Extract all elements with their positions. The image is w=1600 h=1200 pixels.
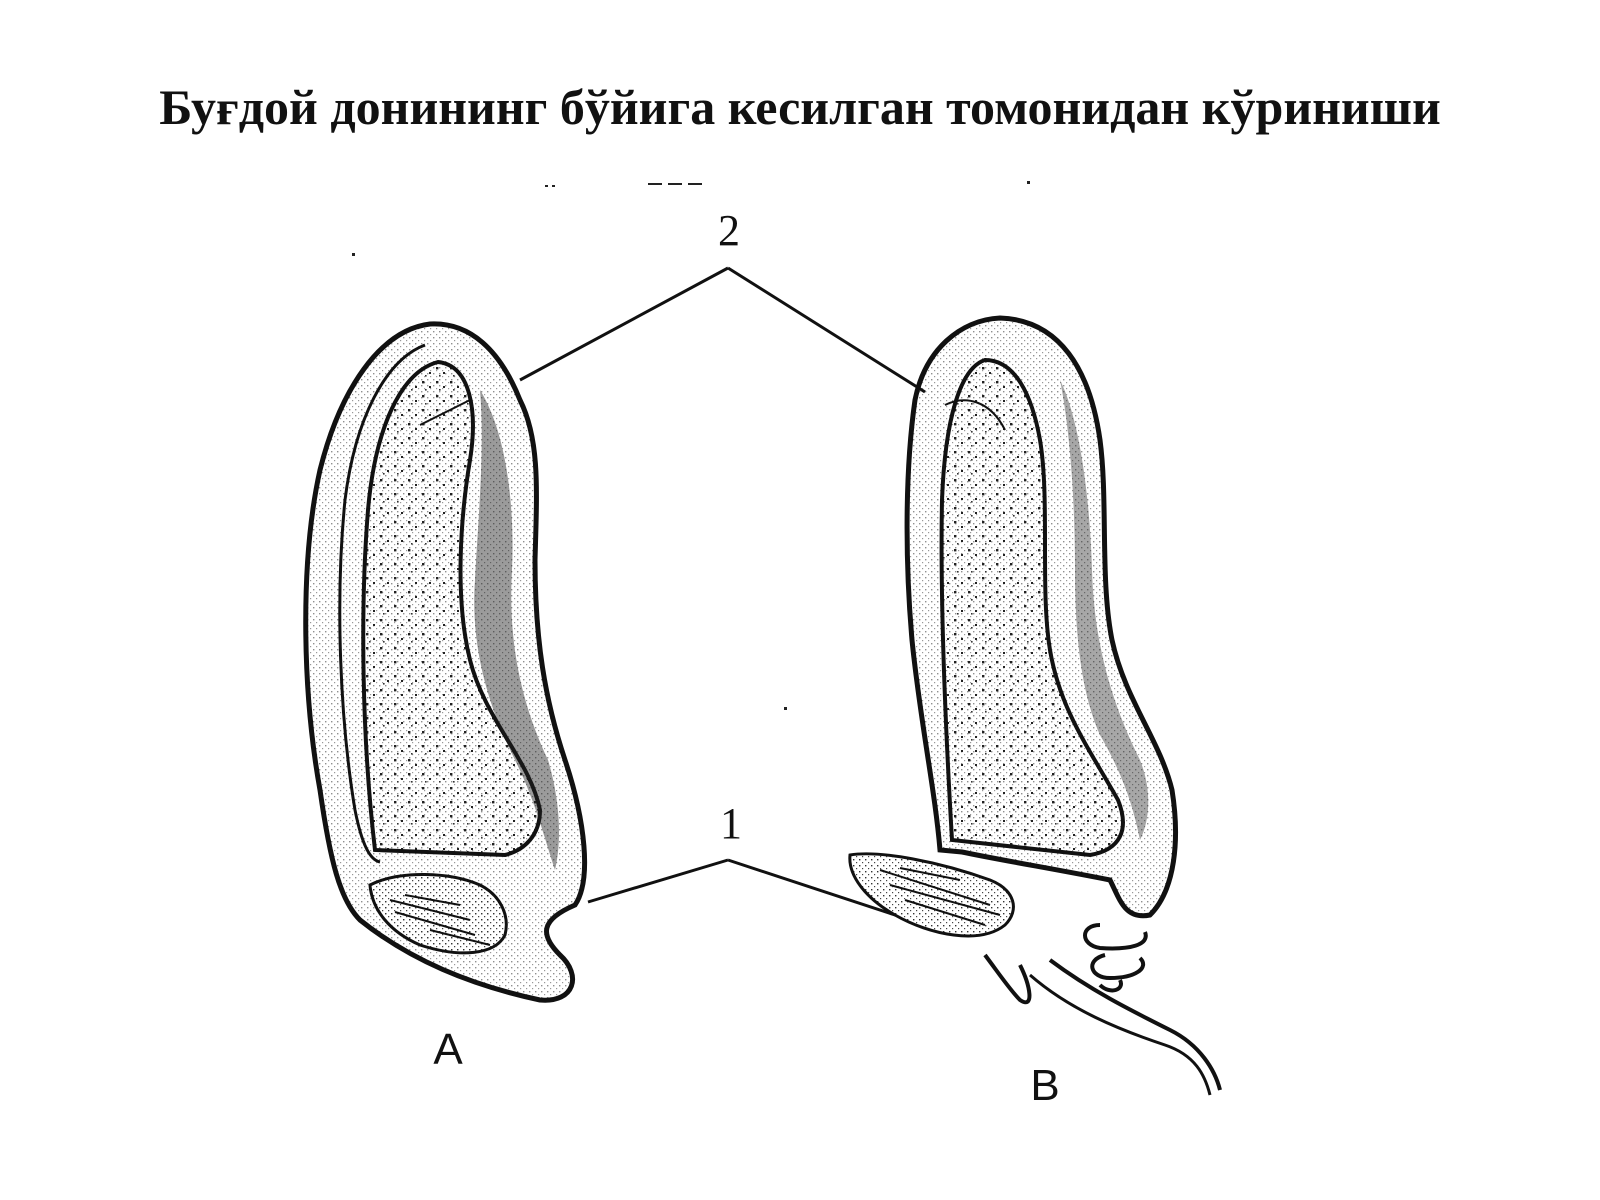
callout-label-1: 1	[720, 799, 742, 848]
callout-2-leader-left	[519, 266, 729, 382]
callout-label-2: 2	[718, 206, 740, 255]
grain-a-shade	[474, 390, 560, 870]
grain-b-shade	[1060, 380, 1149, 840]
grain-a-aleurone	[338, 343, 426, 864]
grain-b	[848, 315, 1222, 1096]
callout-1-leader-right	[727, 858, 896, 917]
grain-b-root	[1048, 958, 1222, 1091]
grain-b-rootlet-loops	[1083, 923, 1148, 993]
grain-b-embryo	[848, 852, 1015, 938]
grain-b-sprout	[983, 953, 1032, 1005]
callout-lines	[519, 266, 926, 917]
panel-label-a: A	[433, 1025, 463, 1074]
callout-2-leader-right	[727, 266, 926, 394]
grain-b-endosperm	[939, 357, 1125, 858]
slide-title: Буғдой донининг бўйига кесилган томонида…	[159, 79, 1441, 135]
scan-specks	[352, 181, 1030, 710]
grain-a-endosperm	[361, 359, 543, 858]
panel-label-b: B	[1030, 1061, 1059, 1110]
grain-a	[303, 321, 588, 1003]
callout-1-leader-left	[587, 858, 729, 904]
